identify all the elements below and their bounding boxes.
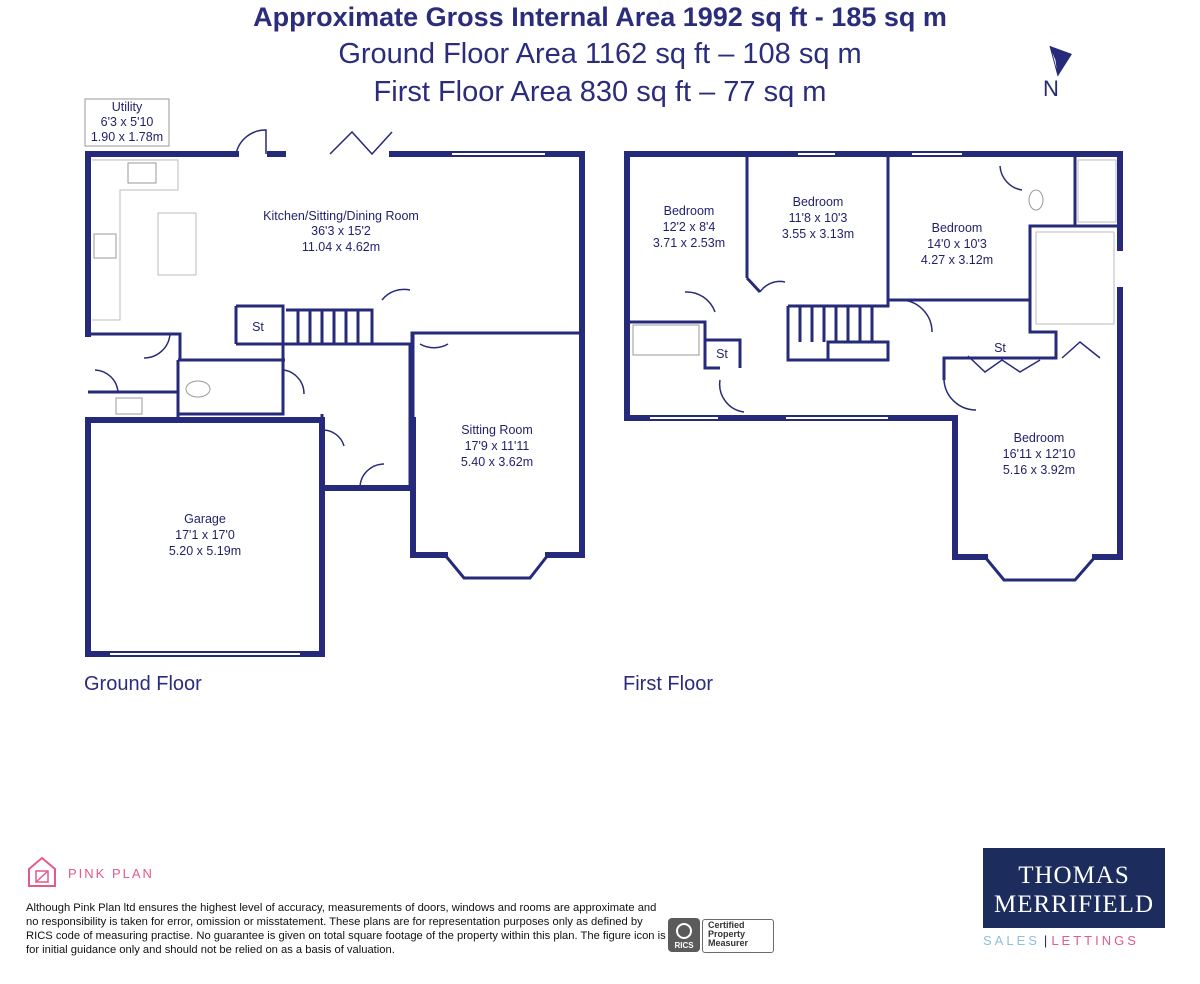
ff-store2-name: St (994, 341, 1006, 355)
bed2-name: Bedroom (793, 195, 844, 209)
compass-label: N (1043, 76, 1059, 101)
gf-sitting-left (410, 417, 448, 558)
ff-bath (632, 324, 700, 356)
bed4-imperial: 16'11 x 12'10 (1003, 447, 1076, 461)
gf-store-name: St (252, 320, 264, 334)
utility-imperial: 6'3 x 5'10 (101, 115, 154, 129)
gf-hall-walls (320, 344, 412, 488)
utility-metric: 1.90 x 1.78m (91, 130, 163, 144)
kitchen-metric: 11.04 x 4.62m (302, 240, 380, 254)
kitchen-name: Kitchen/Sitting/Dining Room (263, 209, 419, 223)
bed4-name: Bedroom (1014, 431, 1065, 445)
gf-kitchen-island (157, 212, 197, 276)
bed1-imperial: 12'2 x 8'4 (663, 220, 716, 234)
agent-lettings-text: LETTINGS (1051, 933, 1139, 948)
rics-certified-text: Certified Property Measurer (708, 920, 749, 948)
gf-door-arcs (94, 129, 449, 489)
garage-imperial: 17'1 x 17'0 (175, 528, 235, 542)
bed1-name: Bedroom (664, 204, 715, 218)
ground-floor-label: Ground Floor (84, 673, 202, 695)
gf-kitchen-units (92, 159, 179, 321)
ff-toilet (1028, 189, 1044, 211)
compass-arrow-icon (1049, 45, 1072, 77)
agent-logo: THOMAS MERRIFIELD (983, 848, 1165, 928)
agent-name-line2: MERRIFIELD (994, 891, 1154, 918)
rics-certified-box (702, 919, 774, 953)
bed2-imperial: 11'8 x 10'3 (789, 211, 848, 225)
gf-utility-walls (88, 360, 180, 420)
gf-bay (443, 554, 550, 580)
sitting-name: Sitting Room (461, 423, 533, 437)
ff-bed1-walls (627, 154, 749, 370)
ff-ensuite-walls (1030, 154, 1120, 228)
first-floor-label: First Floor (623, 673, 713, 695)
bed3-imperial: 14'0 x 10'3 (927, 237, 987, 251)
garage-name: Garage (184, 512, 226, 526)
gf-wall-top-right (389, 151, 585, 336)
ff-bed2-walls (745, 154, 890, 308)
ff-bed4-bay (983, 556, 1097, 582)
pink-plan-logo-icon (28, 856, 56, 887)
gf-store-box (234, 304, 285, 344)
bed2-metric: 3.55 x 3.13m (782, 227, 854, 241)
agent-sales-text: SALES (983, 933, 1040, 948)
ff-wall-outline-left (624, 151, 988, 560)
ff-stairs-box (786, 306, 890, 362)
gf-stairs (286, 308, 374, 344)
rics-logo-icon: RICS (668, 918, 700, 952)
rics-badge: RICS Certified Property Measurer (668, 918, 774, 954)
bed3-name: Bedroom (932, 221, 983, 235)
utility-label-box (84, 98, 170, 147)
gf-wc-toilet (185, 380, 211, 398)
ff-wall-right (1092, 287, 1123, 560)
gf-wc-walls (178, 344, 285, 416)
ff-wall-top (624, 151, 1123, 251)
ff-store1-name: St (716, 347, 728, 361)
pink-plan-brand: PINK PLAN (68, 866, 154, 881)
gf-hob (93, 233, 117, 259)
bed3-metric: 4.27 x 3.12m (921, 253, 993, 267)
agent-services: SALES|LETTINGS (983, 933, 1139, 948)
garage-metric: 5.20 x 5.19m (169, 544, 241, 558)
ff-door-arcs (684, 165, 1101, 413)
bed4-metric: 5.16 x 3.92m (1003, 463, 1075, 477)
first-floor-area-text: First Floor Area 830 sq ft – 77 sq m (373, 76, 827, 108)
ground-floor-area-text: Ground Floor Area 1162 sq ft – 108 sq m (338, 38, 862, 70)
sitting-metric: 5.40 x 3.62m (461, 455, 533, 469)
ff-ensuite-shower (1077, 159, 1117, 223)
area-title: Approximate Gross Internal Area 1992 sq … (253, 2, 947, 32)
gf-utility-sink (115, 397, 143, 415)
sitting-imperial: 17'9 x 11'11 (465, 439, 530, 453)
agent-name-line1: THOMAS (1018, 862, 1130, 889)
disclaimer-text: Although Pink Plan ltd ensures the highe… (26, 902, 666, 956)
ff-store-box (705, 338, 742, 368)
bed1-metric: 3.71 x 2.53m (653, 236, 725, 250)
gf-sitting-right (545, 330, 585, 558)
ff-shower (1035, 231, 1115, 325)
svg-text:RICS: RICS (674, 941, 694, 950)
gf-sink (127, 162, 157, 184)
kitchen-imperial: 36'3 x 15'2 (311, 224, 371, 238)
gf-garage-outline (85, 417, 325, 657)
utility-name: Utility (112, 100, 143, 114)
